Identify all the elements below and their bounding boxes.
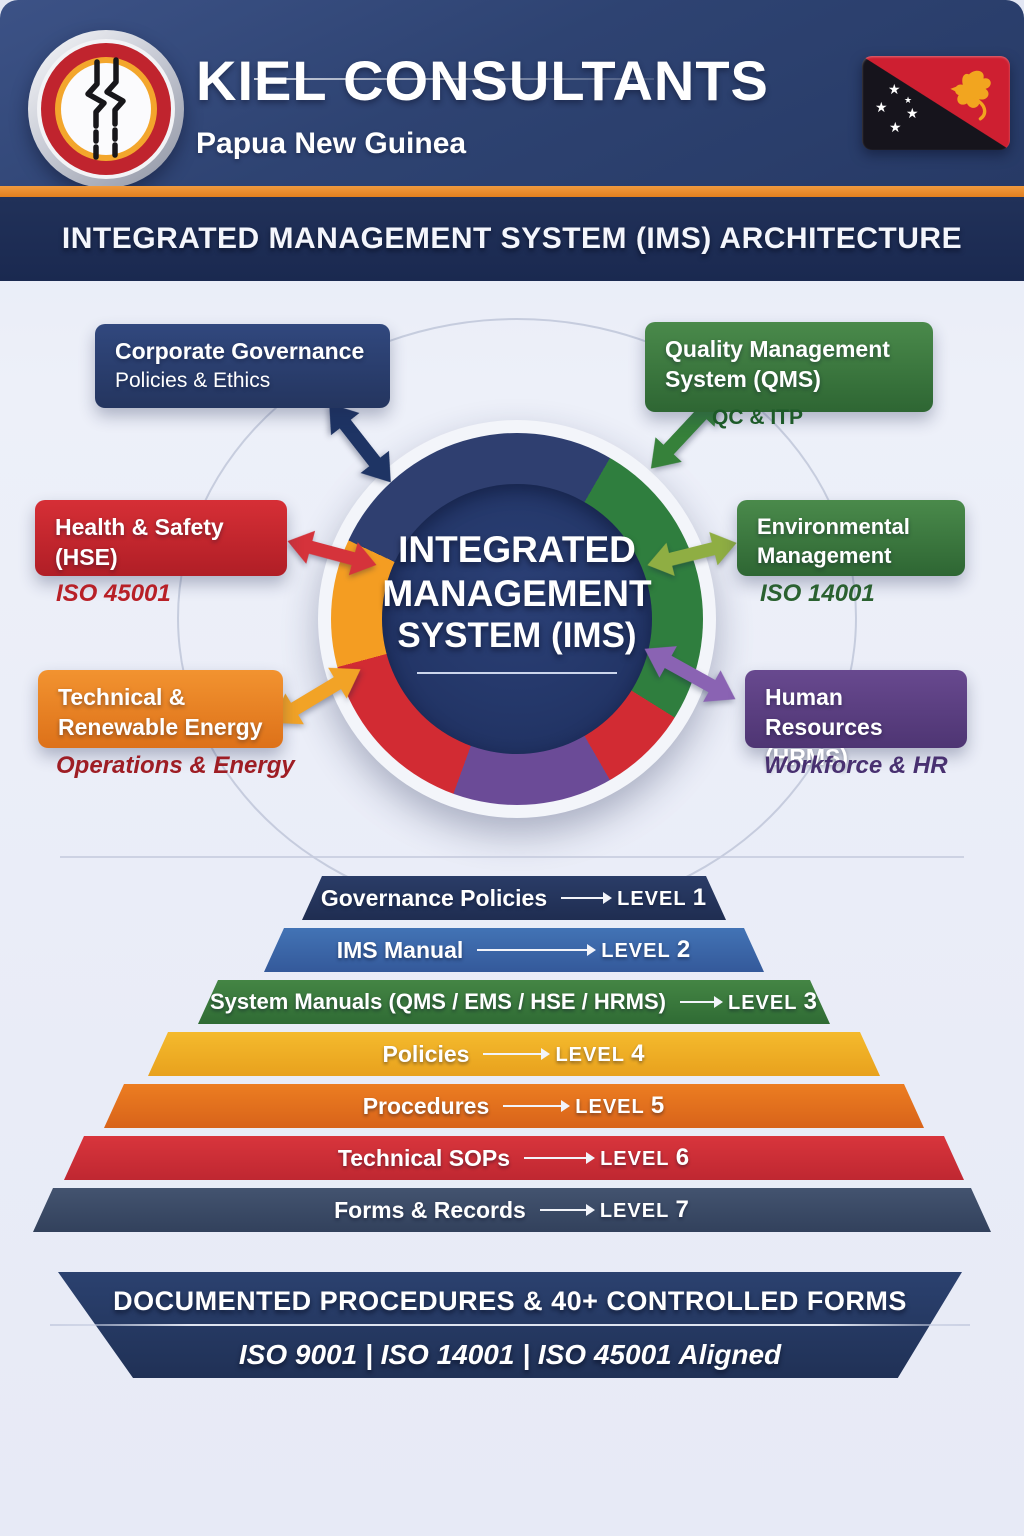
tag-qc-itp: QC & ITP [712, 406, 804, 429]
node-title-2: Renewable Energy [58, 713, 263, 740]
hub-line-3: SYSTEM (IMS) [397, 616, 637, 656]
tag-workforce-hr: Workforce & HR [764, 752, 948, 779]
level-word: LEVEL [600, 1148, 670, 1170]
tag-operations-energy: Operations & Energy [56, 752, 295, 779]
pyramid-level-2: IMS Manual LEVEL 2 [264, 928, 764, 972]
level-word: LEVEL [599, 1200, 669, 1222]
pyramid-level-4: Policies LEVEL 4 [148, 1032, 880, 1076]
node-corporate-governance: Corporate Governance Policies & Ethics [95, 324, 390, 408]
node-title-2: System (QMS) [665, 365, 821, 392]
node-quality-management: Quality Management System (QMS) [645, 322, 933, 412]
level-arrow-icon [680, 1001, 714, 1003]
level-word: LEVEL [727, 992, 798, 1014]
node-title: Technical & [58, 684, 186, 710]
brand-title: KIEL CONSULTANTS [196, 49, 769, 112]
double-arrow-icon-hr [644, 646, 736, 702]
level-word: LEVEL [617, 888, 687, 910]
double-arrow-icon-environment [647, 532, 737, 576]
tag-iso-45001: ISO 45001 [56, 580, 171, 607]
level-label: Policies [382, 1040, 470, 1067]
level-number: 7 [675, 1196, 690, 1223]
flag-star: ★ [889, 119, 902, 135]
flag-star: ★ [875, 99, 888, 115]
header: KIEL CONSULTANTS Papua New Guinea ★ ★ ★ … [0, 0, 1024, 188]
flag-star: ★ [904, 95, 913, 105]
level-number: 4 [631, 1040, 646, 1067]
node-title: Health & Safety [55, 514, 224, 540]
level-word: LEVEL [575, 1096, 645, 1118]
node-environmental-management: Environmental Management [737, 500, 965, 576]
level-number: 3 [803, 988, 818, 1015]
hub-underline [417, 672, 617, 674]
level-label: Governance Policies [320, 884, 548, 911]
node-title: Environmental [757, 514, 910, 539]
footer-divider-line [50, 1324, 970, 1326]
level-word: LEVEL [601, 940, 671, 962]
brand-block: KIEL CONSULTANTS Papua New Guinea [196, 48, 769, 161]
node-technical-renewable: Technical & Renewable Energy [38, 670, 283, 748]
pyramid-level-1: Governance Policies LEVEL 1 [302, 876, 726, 920]
flag-star: ★ [888, 81, 901, 97]
ims-hub-title: INTEGRATED MANAGEMENT SYSTEM (IMS) [318, 528, 716, 657]
node-title: Human Resources [765, 684, 883, 740]
level-number: 6 [675, 1144, 691, 1171]
page-title: INTEGRATED MANAGEMENT SYSTEM (IMS) ARCHI… [61, 222, 963, 255]
papua-new-guinea-flag-icon: ★ ★ ★ ★ ★ [862, 56, 1010, 150]
footer-line-1: DOCUMENTED PROCEDURES & 40+ CONTROLLED F… [113, 1286, 907, 1316]
level-arrow-icon [540, 1209, 586, 1211]
title-band: INTEGRATED MANAGEMENT SYSTEM (IMS) ARCHI… [0, 197, 1024, 281]
brand-divider-line [254, 78, 654, 80]
flag-star: ★ [906, 105, 919, 121]
ims-hub: INTEGRATED MANAGEMENT SYSTEM (IMS) [318, 420, 716, 818]
level-word: LEVEL [555, 1044, 625, 1066]
hub-line-2: MANAGEMENT [382, 572, 652, 614]
bird-of-paradise-icon [950, 70, 991, 121]
tag-iso-14001: ISO 14001 [760, 580, 875, 607]
double-arrow-icon-qms [650, 395, 720, 469]
node-human-resources: Human Resources (HRMS) [745, 670, 967, 770]
pyramid-level-5: Procedures LEVEL 5 [104, 1084, 924, 1128]
level-arrow-icon [503, 1105, 561, 1107]
level-number: 1 [692, 884, 708, 911]
kiel-logo-icon [28, 30, 184, 188]
double-arrow-icon-technical [271, 667, 361, 725]
level-label: Procedures [362, 1092, 490, 1119]
node-subtitle: Policies & Ethics [115, 368, 271, 392]
zigzag-lightning-icon [85, 57, 126, 160]
hub-line-1: INTEGRATED [398, 529, 636, 570]
level-label: Technical SOPs [337, 1144, 511, 1171]
pyramid-level-6: Technical SOPs LEVEL 6 [64, 1136, 964, 1180]
node-health-safety: Health & Safety (HSE) [35, 500, 287, 576]
brand-subtitle: Papua New Guinea [196, 127, 467, 160]
accent-stripe [0, 186, 1024, 197]
pyramid-level-7: Forms & Records LEVEL 7 [33, 1188, 991, 1232]
node-title-2: Management [757, 542, 892, 568]
node-title: Corporate Governance [115, 338, 365, 364]
level-label: IMS Manual [336, 936, 464, 963]
level-number: 5 [650, 1092, 666, 1119]
level-arrow-icon [561, 897, 603, 899]
double-arrow-icon-hse [287, 530, 377, 576]
node-title: Quality Management [665, 336, 890, 362]
level-number: 2 [676, 936, 692, 963]
level-arrow-icon [524, 1157, 586, 1159]
double-arrow-icon-governance [329, 403, 391, 483]
level-arrow-icon [477, 949, 587, 951]
node-title-2: (HSE) [55, 543, 118, 570]
level-label: Forms & Records [334, 1196, 526, 1223]
level-label: System Manuals (QMS / EMS / HSE / HRMS) [210, 989, 666, 1014]
section-divider [60, 856, 964, 858]
ims-hub-core [382, 484, 652, 754]
pyramid-level-3: System Manuals (QMS / EMS / HSE / HRMS) … [198, 980, 830, 1024]
footer-line-2: ISO 9001 | ISO 14001 | ISO 45001 Aligned [238, 1339, 782, 1370]
level-arrow-icon [483, 1053, 541, 1055]
logo-core [61, 63, 151, 155]
node-title-2: (HRMS) [765, 743, 849, 770]
